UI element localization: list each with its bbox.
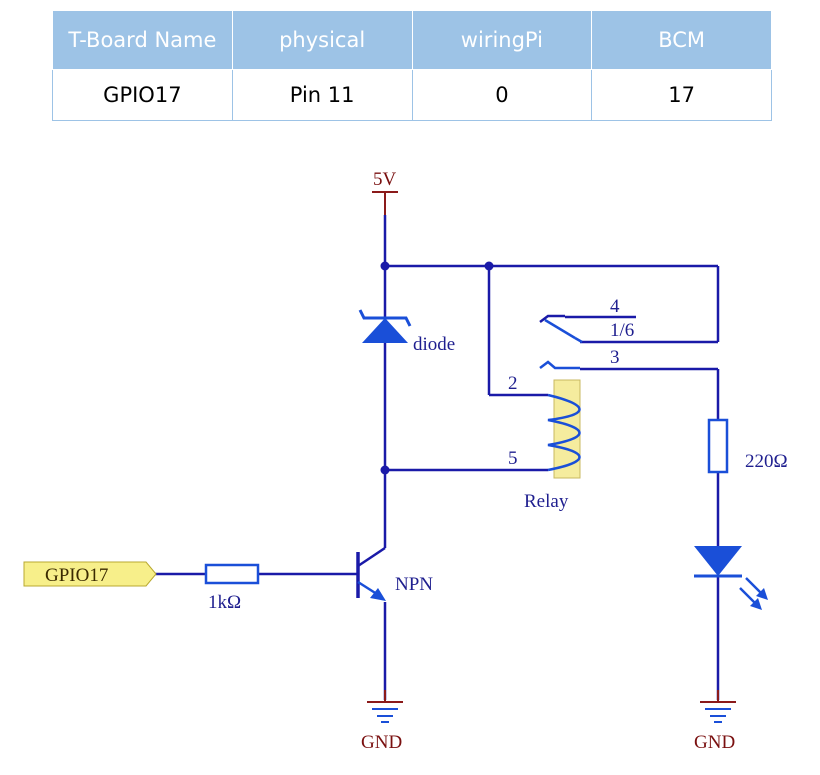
transistor-label: NPN	[395, 574, 433, 595]
table-cell: Pin 11	[231, 69, 413, 121]
table-cell: GPIO17	[52, 69, 233, 121]
resistor-220-label: 220Ω	[745, 451, 788, 472]
gpio-label: GPIO17	[45, 565, 108, 586]
relay-pin-2: 2	[508, 373, 518, 394]
ground-left: GND	[361, 690, 403, 753]
diode-symbol: diode	[358, 309, 455, 355]
relay-pin-3: 3	[610, 347, 620, 368]
wires	[155, 215, 720, 700]
relay-pin-4: 4	[610, 296, 620, 317]
resistor-1k-symbol: 1kΩ	[204, 563, 260, 613]
led-symbol	[694, 546, 768, 610]
table-header: BCM	[591, 10, 772, 70]
relay-pin-5: 5	[508, 448, 518, 469]
junctions	[380, 261, 494, 475]
resistor-220-symbol: 220Ω	[707, 418, 788, 474]
supply-label: 5V	[373, 169, 397, 190]
relay-pin-1-6: 1/6	[610, 320, 634, 341]
ground-right: GND	[694, 690, 736, 753]
resistor-1k-label: 1kΩ	[208, 592, 241, 613]
table-cell: 17	[591, 69, 772, 121]
npn-transistor-symbol: NPN	[356, 546, 433, 601]
gnd-label: GND	[361, 732, 402, 753]
table-row: GPIO17 Pin 11 0 17	[52, 69, 772, 121]
table-cell: 0	[411, 69, 593, 121]
gpio17-port: GPIO17	[23, 561, 157, 587]
pin-mapping-table: T-Board Name physical wiringPi BCM GPIO1…	[52, 10, 772, 121]
relay-symbol: 4 1/6 3 2 5 Relay	[508, 296, 634, 512]
supply-5v: 5V	[372, 169, 398, 215]
gnd-label: GND	[694, 732, 735, 753]
table-header: T-Board Name	[52, 10, 233, 70]
diode-label: diode	[413, 334, 455, 355]
relay-label: Relay	[524, 491, 569, 512]
